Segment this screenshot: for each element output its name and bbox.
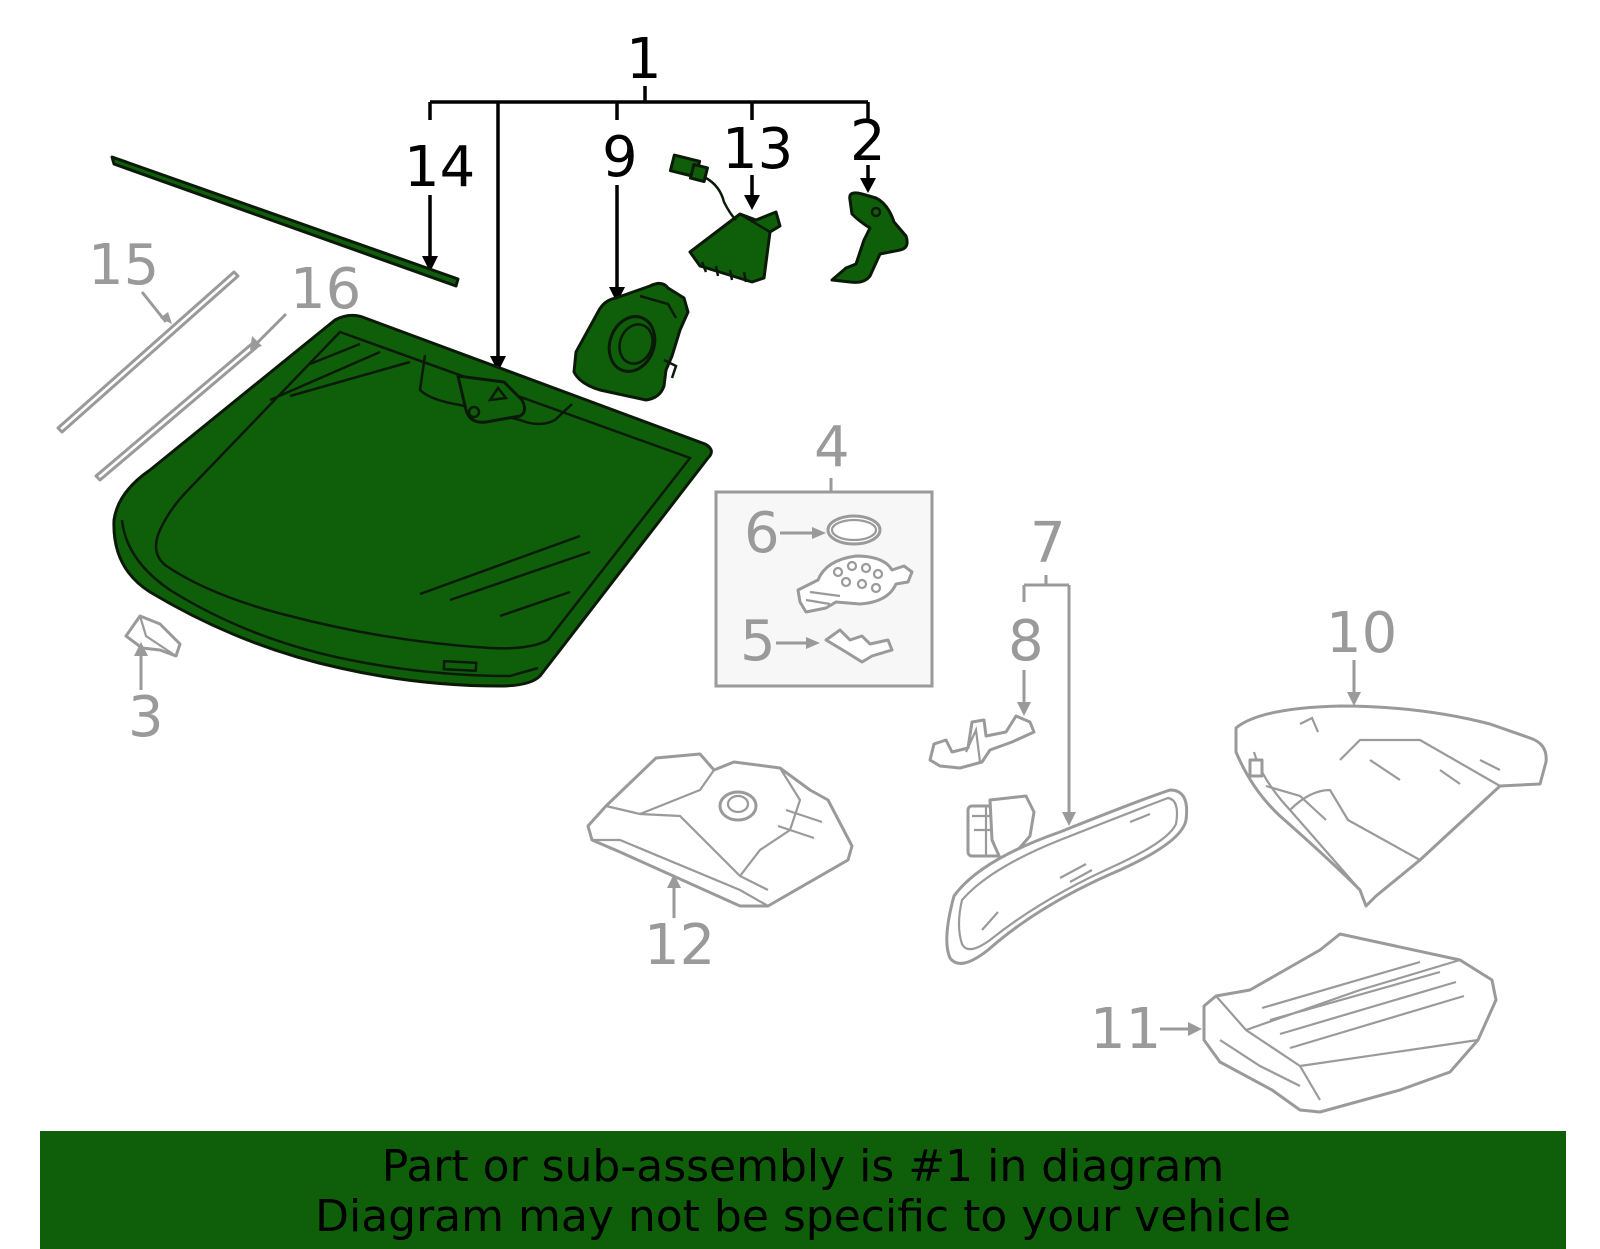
trim-strip-part-15 [56, 270, 240, 434]
callout-label-10: 10 [1326, 601, 1397, 666]
callout-14-arrow [422, 195, 438, 272]
callout-label-5: 5 [740, 609, 776, 674]
moulding-strip-part-14 [110, 155, 460, 288]
callout-label-9: 9 [602, 125, 638, 190]
callout-13-arrow [744, 175, 760, 210]
callout-label-6: 6 [744, 501, 780, 566]
sensor-bracket-part-13 [668, 153, 782, 284]
callout-3-arrow [134, 642, 148, 690]
console-base-part-12 [586, 752, 854, 908]
callout-label-16: 16 [290, 257, 361, 322]
banner-line-2: Diagram may not be specific to your vehi… [315, 1191, 1291, 1242]
callout-label-7: 7 [1030, 511, 1066, 576]
banner-line-1: Part or sub-assembly is #1 in diagram [381, 1141, 1225, 1192]
callout-label-15: 15 [88, 233, 159, 298]
callout-label-8: 8 [1008, 609, 1044, 674]
callout-10-arrow [1347, 660, 1361, 706]
tray-part-11 [1202, 932, 1498, 1114]
callout-2-arrow [860, 165, 876, 193]
callout-15-arrow [140, 291, 172, 324]
rearview-mirror-part-7 [945, 788, 1189, 965]
bracket-part-2 [830, 191, 909, 284]
callout-16-arrow [250, 312, 288, 350]
callout-label-3: 3 [128, 685, 164, 750]
clip-part-3 [124, 614, 182, 658]
windshield-part-1 [112, 313, 713, 688]
callout-label-1: 1 [626, 27, 662, 92]
callout-label-14: 14 [404, 135, 475, 200]
mirror-bracket-part-8 [928, 714, 1036, 770]
callout-label-13: 13 [722, 117, 793, 182]
callout-11-arrow [1160, 1022, 1202, 1036]
callout-12-arrow [667, 874, 681, 918]
callout-1-bracket [428, 86, 870, 372]
callout-label-12: 12 [644, 913, 715, 978]
callout-7-bracket [1022, 575, 1076, 826]
callout-label-2: 2 [850, 109, 886, 174]
callout-label-11: 11 [1090, 997, 1161, 1062]
console-housing-part-10 [1234, 704, 1548, 908]
camera-cover-part-9 [572, 281, 690, 402]
info-banner: Part or sub-assembly is #1 in diagram Di… [40, 1131, 1566, 1249]
callout-8-arrow [1017, 670, 1031, 716]
callout-label-4: 4 [814, 415, 850, 480]
callout-9-arrow [609, 185, 625, 303]
sensor-kit-box-part-4 [714, 478, 934, 688]
